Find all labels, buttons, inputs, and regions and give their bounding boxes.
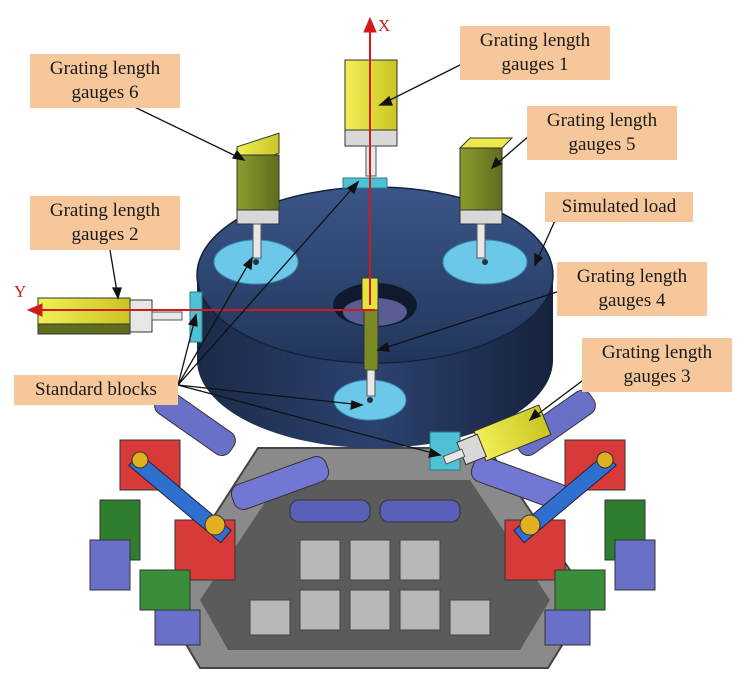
label-gauge-2-line1: Grating length: [49, 200, 161, 221]
label-simulated-load: Simulated load: [545, 192, 693, 222]
leader-lines: [109, 59, 591, 458]
label-gauge-1-line1: Grating length: [479, 30, 591, 51]
label-gauge-3: Grating length gauges 3: [582, 338, 732, 392]
label-gauge-2-line2: gauges 2: [71, 224, 139, 245]
label-gauge-5-line2: gauges 5: [568, 134, 636, 155]
label-gauge-6: Grating length gauges 6: [30, 54, 180, 108]
base-frame: [158, 447, 592, 669]
label-standard-blocks-text: Standard blocks: [35, 379, 157, 400]
gauge-5: [458, 137, 514, 259]
label-standard-blocks: Standard blocks: [14, 375, 178, 405]
label-simulated-load-text: Simulated load: [561, 196, 677, 217]
label-gauge-6-line2: gauges 6: [71, 82, 139, 103]
label-gauge-2: Grating length gauges 2: [30, 196, 180, 250]
label-gauge-4-line2: gauges 4: [598, 290, 666, 311]
gauge-6: [236, 132, 280, 259]
label-gauge-5: Grating length gauges 5: [527, 106, 677, 160]
label-gauge-6-line1: Grating length: [49, 58, 161, 79]
x-axis-label: X: [378, 16, 391, 35]
label-gauge-4-line1: Grating length: [576, 266, 688, 287]
y-axis-label: Y: [14, 282, 27, 301]
label-gauge-3-line2: gauges 3: [623, 366, 691, 387]
label-gauge-1: Grating length gauges 1: [460, 26, 610, 80]
gauge-2: [37, 297, 183, 335]
label-gauge-5-line1: Grating length: [546, 110, 658, 131]
label-gauge-4: Grating length gauges 4: [557, 262, 707, 316]
label-gauge-3-line1: Grating length: [601, 342, 713, 363]
label-gauge-1-line2: gauges 1: [501, 54, 569, 75]
coordinate-axes: [26, 16, 377, 317]
